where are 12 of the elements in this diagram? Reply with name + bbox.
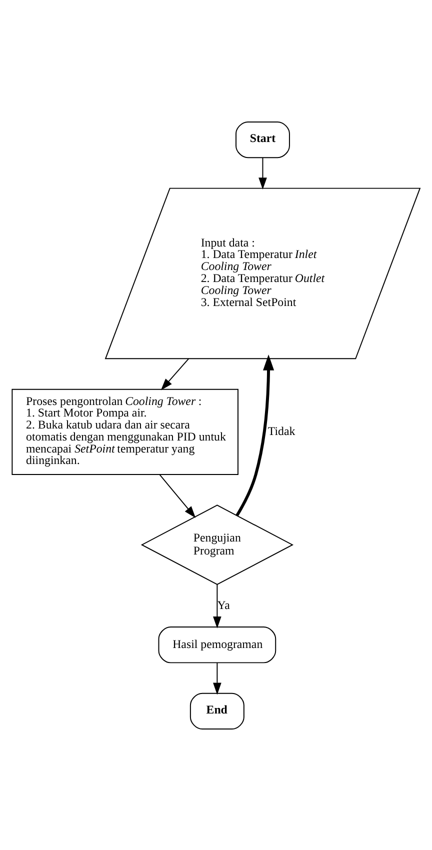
arrow [236, 354, 274, 516]
node-box: Proses pengontrolan Cooling Tower : 1. Start Motor Pompa air. 2. Buka katub udara dan air secara otomatis dengan menggunakan PID untuk mencapai SetPoint temperatur yang diinginkan. [12, 388, 238, 475]
arrow [159, 474, 196, 518]
edge-label: Ya [217, 597, 230, 612]
arrow [160, 358, 190, 390]
arrow [213, 662, 222, 694]
edge-label: Tidak [268, 424, 296, 438]
node-box: Start [236, 120, 290, 158]
node-box: Hasil pemograman [158, 626, 276, 663]
arrow [213, 584, 222, 628]
arrow [258, 156, 267, 190]
node-box: End [190, 692, 244, 730]
